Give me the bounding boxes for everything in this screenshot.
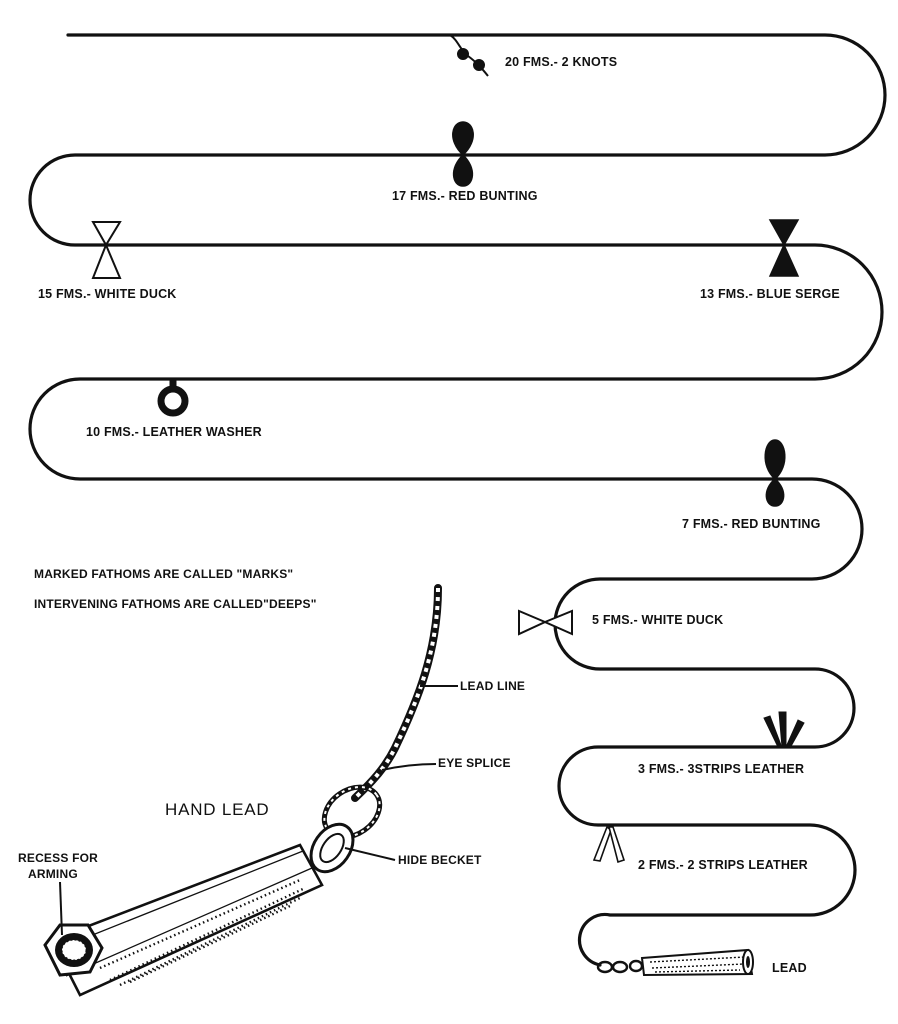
mark-2-label: 2 FMS.- 2 STRIPS LEATHER (638, 858, 808, 872)
small-lead-weight (596, 948, 754, 977)
hand-lead-illustration (43, 584, 458, 997)
two-knots-mark (449, 34, 489, 77)
recess-label-line1: RECESS FOR (18, 851, 98, 865)
hand-lead-title: HAND LEAD (165, 800, 270, 819)
lead-line-path (28, 33, 887, 967)
red-bunting-mark-17 (452, 121, 474, 187)
hide-becket-label: HIDE BECKET (398, 853, 482, 867)
deeps-note: INTERVENING FATHOMS ARE CALLED"DEEPS" (34, 597, 317, 611)
white-duck-mark-5 (518, 609, 573, 636)
leather-washer-mark (157, 377, 189, 417)
marks-note: MARKED FATHOMS ARE CALLED "MARKS" (34, 567, 293, 581)
mark-17-label: 17 FMS.- RED BUNTING (392, 189, 538, 203)
small-lead-label: LEAD (772, 961, 807, 975)
mark-20-label: 20 FMS.- 2 KNOTS (505, 55, 617, 69)
red-bunting-mark-7 (764, 439, 786, 507)
mark-7-label: 7 FMS.- RED BUNTING (682, 517, 821, 531)
blue-serge-mark-13 (768, 219, 800, 277)
recess-label-line2: ARMING (28, 867, 78, 881)
mark-3-label: 3 FMS.- 3STRIPS LEATHER (638, 762, 804, 776)
lead-line-label: LEAD LINE (460, 679, 525, 693)
eye-splice-label: EYE SPLICE (438, 756, 511, 770)
mark-5-label: 5 FMS.- WHITE DUCK (592, 613, 723, 627)
mark-13-label: 13 FMS.- BLUE SERGE (700, 287, 840, 301)
mark-15-label: 15 FMS.- WHITE DUCK (38, 287, 177, 301)
two-strips-leather-mark (592, 825, 626, 864)
white-duck-mark-15 (91, 221, 122, 279)
three-strips-leather-mark (763, 711, 805, 749)
mark-10-label: 10 FMS.- LEATHER WASHER (86, 425, 262, 439)
